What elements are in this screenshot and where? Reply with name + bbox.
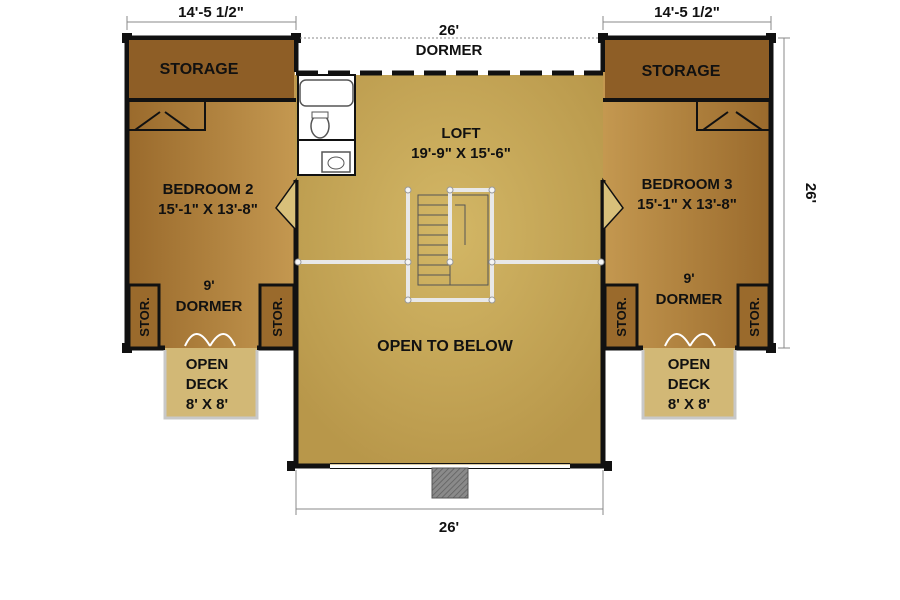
- stor-label-2: STOR.: [270, 297, 285, 337]
- chimney: [431, 467, 469, 499]
- dim-top-left: 14'-5 1/2": [178, 4, 244, 21]
- bedroom-2-size: 15'-1" X 13'-8": [158, 201, 258, 218]
- deck-left-floor: [165, 348, 257, 418]
- dim-right: 26': [802, 183, 819, 203]
- bedroom-doors: [275, 177, 624, 232]
- loft-name: LOFT: [441, 125, 480, 142]
- deck-left-line2: DECK: [186, 376, 229, 393]
- deck-right-line3: 8' X 8': [668, 396, 710, 413]
- storage-left-floor: [129, 40, 294, 98]
- deck-doors: [184, 333, 716, 347]
- stor-closets: [127, 283, 771, 350]
- bathtub-icon: [299, 79, 354, 107]
- deck-left-line1: OPEN: [186, 356, 229, 373]
- bedroom-3-size: 15'-1" X 13'-8": [637, 196, 737, 213]
- bedroom-3-name: BEDROOM 3: [642, 176, 733, 193]
- open-to-below-label: OPEN TO BELOW: [377, 338, 514, 355]
- stor-label-1: STOR.: [137, 297, 152, 337]
- dormer-left-size: 9': [203, 277, 214, 293]
- dormer-right-size: 9': [683, 270, 694, 286]
- top-dormer-area: [300, 36, 598, 72]
- dim-bottom: 26': [439, 519, 459, 536]
- storage-right-floor: [605, 40, 769, 98]
- stor-label-4: STOR.: [747, 297, 762, 337]
- loft-railing: [298, 188, 601, 302]
- bathroom: [297, 74, 356, 176]
- storage-left-label: STORAGE: [160, 61, 239, 78]
- closet-right: [696, 100, 769, 131]
- dim-top-right: 14'-5 1/2": [654, 4, 720, 21]
- dormer-top-label: DORMER: [416, 42, 483, 59]
- storage-right-label: STORAGE: [642, 63, 721, 80]
- deck-left-line3: 8' X 8': [186, 396, 228, 413]
- loft-size: 19'-9" X 15'-6": [411, 145, 511, 162]
- dormer-left-name: DORMER: [176, 298, 243, 315]
- dimension-lines: [126, 16, 790, 515]
- stor-label-3: STOR.: [614, 297, 629, 337]
- deck-railings: [163, 350, 737, 420]
- railing-posts: [294, 186, 605, 304]
- dim-top-center: 26': [439, 22, 459, 39]
- deck-right-line2: DECK: [668, 376, 711, 393]
- wall-corner-caps: [122, 33, 776, 471]
- deck-right-line1: OPEN: [668, 356, 711, 373]
- dormer-right-name: DORMER: [656, 291, 723, 308]
- bedroom-2-name: BEDROOM 2: [163, 181, 254, 198]
- deck-right-floor: [643, 348, 735, 418]
- closet-left: [129, 100, 206, 131]
